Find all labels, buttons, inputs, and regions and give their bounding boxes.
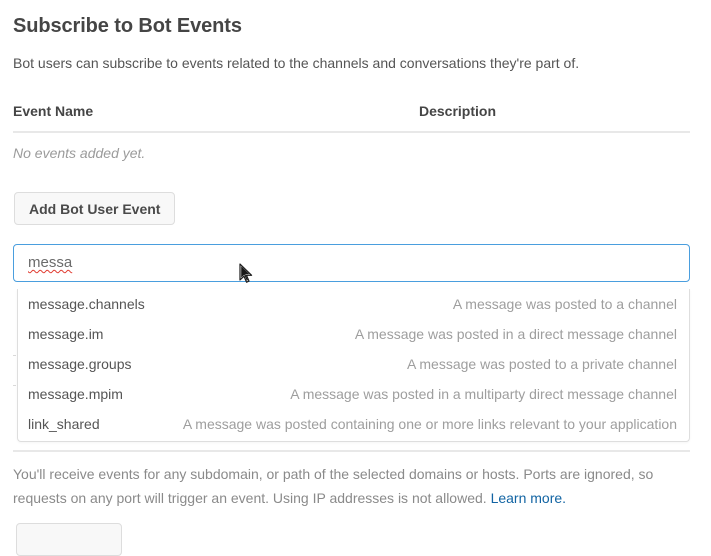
add-bot-user-event-label: Add Bot User Event (29, 200, 161, 217)
dropdown-item-name: link_shared (28, 416, 100, 432)
underlying-field-edge-artifact (13, 385, 16, 386)
events-table-header: Event Name Description (13, 103, 690, 125)
helper-text-body: You'll receive events for any subdomain,… (13, 466, 654, 506)
events-table-empty-message: No events added yet. (13, 145, 146, 161)
column-header-description: Description (419, 103, 497, 119)
event-search-input[interactable]: messa (13, 244, 690, 282)
dropdown-item-name: message.groups (28, 356, 132, 372)
dropdown-item-name: message.mpim (28, 386, 123, 402)
section-divider (13, 450, 690, 452)
bot-events-settings-page: Subscribe to Bot Events Bot users can su… (13, 15, 690, 556)
dropdown-item[interactable]: message.channels A message was posted to … (18, 289, 689, 319)
dropdown-item[interactable]: link_shared A message was posted containi… (18, 409, 689, 439)
learn-more-link[interactable]: Learn more. (490, 490, 567, 506)
column-header-event-name: Event Name (13, 103, 94, 119)
dropdown-item-name: message.im (28, 326, 104, 342)
dropdown-item[interactable]: message.im A message was posted in a dire… (18, 319, 689, 349)
save-changes-button-partial[interactable] (16, 523, 122, 556)
page-title: Subscribe to Bot Events (13, 15, 242, 37)
page-subtitle: Bot users can subscribe to events relate… (13, 55, 580, 71)
dropdown-item-description: A message was posted to a channel (452, 296, 677, 312)
underlying-field-edge-artifact (13, 355, 16, 356)
event-suggestions-dropdown[interactable]: message.channels A message was posted to … (17, 289, 690, 442)
dropdown-item-description: A message was posted containing one or m… (182, 416, 677, 432)
table-header-divider (13, 131, 690, 133)
dropdown-item-name: message.channels (28, 296, 145, 312)
dropdown-item-description: A message was posted in a direct message… (354, 326, 677, 342)
add-bot-user-event-button[interactable]: Add Bot User Event (14, 192, 176, 225)
event-search-value: messa (28, 254, 73, 271)
dropdown-item[interactable]: message.groups A message was posted to a … (18, 349, 689, 379)
dropdown-item-description: A message was posted to a private channe… (406, 356, 677, 372)
helper-text: You'll receive events for any subdomain,… (13, 462, 683, 510)
dropdown-item[interactable]: message.mpim A message was posted in a mu… (18, 379, 689, 409)
dropdown-item-description: A message was posted in a multiparty dir… (290, 386, 677, 402)
